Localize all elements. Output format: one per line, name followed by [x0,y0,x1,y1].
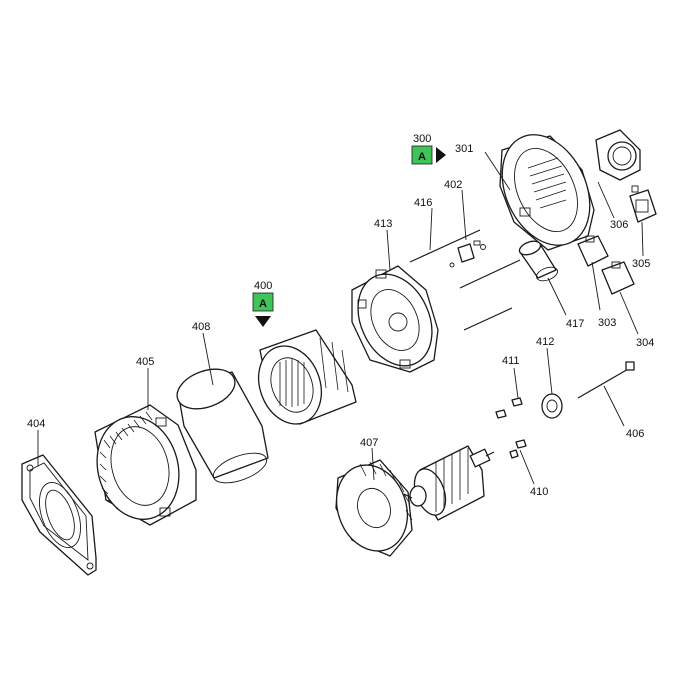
leader-303 [591,261,601,311]
callout-303: 303 [598,317,616,329]
callout-304: 304 [636,337,654,349]
part-306-socket [595,129,641,181]
callout-411: 411 [502,355,520,367]
leader-411 [513,367,519,399]
callout-404: 404 [27,418,45,430]
callout-413: 413 [374,218,392,230]
callout-402: 402 [444,179,462,191]
part-411-keys [495,397,523,419]
part-402-bracket [449,240,486,268]
callout-406: 406 [626,428,644,440]
leader-408 [202,332,214,386]
leader-417 [547,277,567,316]
callout-412: 412 [536,336,554,348]
part-406-through-bolt [577,361,635,399]
callout-410: 410 [530,486,548,498]
part-305-outlet [629,185,657,223]
leader-lines [37,151,644,485]
callout-301: 301 [455,143,473,155]
leader-305 [641,221,644,257]
part-304-switch [601,261,635,295]
part-407-fan [335,459,413,557]
callout-labels: 301 402 416 413 306 305 417 303 304 408 … [27,143,654,498]
leader-412 [546,347,553,395]
part-408-sleeve [176,368,269,484]
part-303-switch [577,235,609,267]
callout-300: 300 [413,133,431,145]
badge-400-letter: A [259,298,267,310]
part-404-end-frame [21,454,97,576]
leader-413 [386,229,391,271]
leader-410 [519,449,535,485]
leader-301 [484,151,511,191]
leader-402 [461,189,467,241]
leader-306 [597,181,615,219]
callout-416: 416 [414,197,432,209]
badge-300 [411,145,433,165]
leader-406 [603,385,625,427]
callout-305: 305 [632,258,650,270]
badge-400 [252,292,274,312]
badge-300-letter: A [418,151,426,163]
callout-408: 408 [192,321,210,333]
callout-400: 400 [254,280,272,292]
arrow-down-icon [255,316,271,327]
callout-306: 306 [610,219,628,231]
part-413-end-bracket [351,265,439,373]
part-405-housing [94,404,197,526]
part-rotor-shaft [403,445,495,521]
group-300-marker: 300 A [411,133,446,165]
part-400-winding [258,329,357,425]
part-416-tie-rods [409,229,521,331]
leader-407 [371,447,375,481]
group-400-marker: 400 A [252,280,274,327]
callout-417: 417 [566,318,584,330]
arrow-right-icon [436,147,446,163]
callout-407: 407 [360,437,378,449]
part-412-bearing [541,393,563,419]
part-410-keys [509,439,527,459]
callout-405: 405 [136,356,154,368]
leader-304 [619,291,639,335]
leader-416 [429,207,433,251]
part-301-fan-cover [499,134,595,251]
